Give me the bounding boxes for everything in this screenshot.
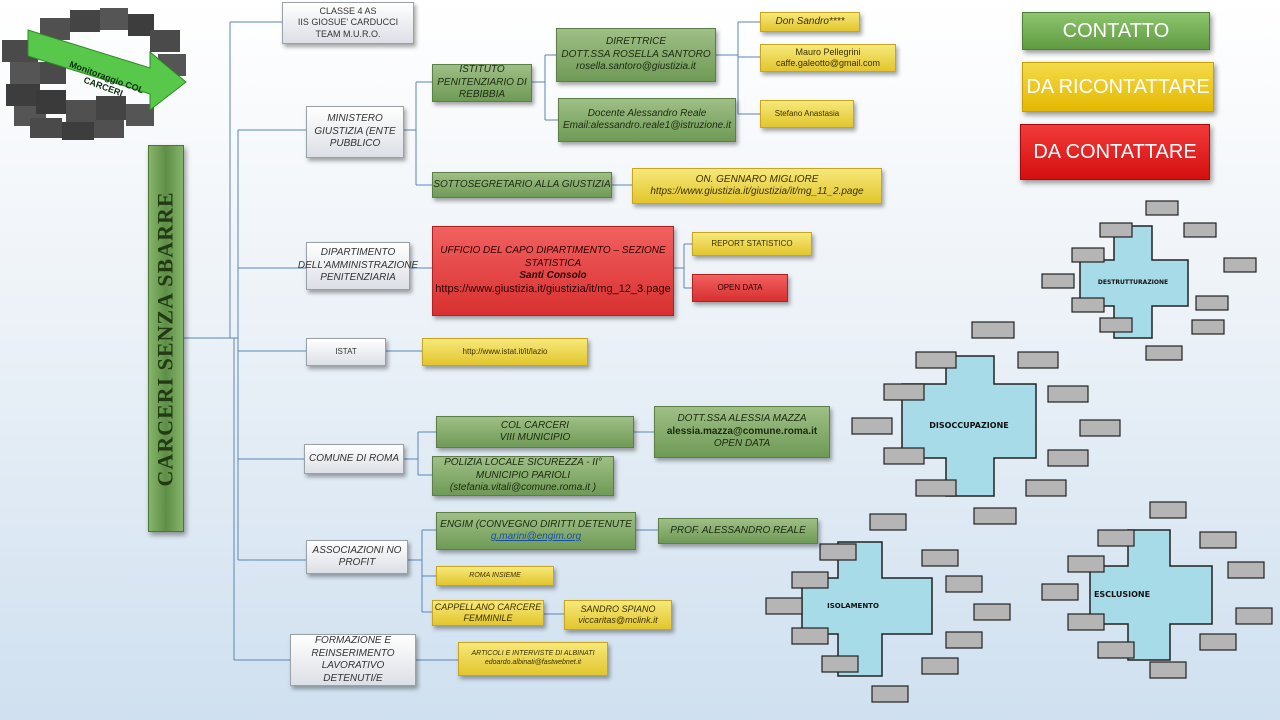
main-title: CARCERI SENZA SBARRE: [148, 145, 184, 532]
node-col-carceri[interactable]: COL CARCERI VIII MUNICIPIO: [436, 416, 634, 448]
cross-label-destrutturazione: DESTRUTTURAZIONE: [1098, 279, 1168, 286]
direttrice-title: DIRETTRICE: [606, 36, 666, 48]
open-data-dap-label: OPEN DATA: [717, 283, 763, 292]
node-polizia[interactable]: POLIZIA LOCALE SICUREZZA - II° MUNICIPIO…: [432, 456, 614, 496]
legend-da-ricontattare: DA RICONTATTARE: [1022, 62, 1214, 112]
legend-da-contattare-label: DA CONTATTARE: [1033, 141, 1197, 163]
formazione-label: FORMAZIONE E REINSERIMENTO LAVORATIVO DE…: [311, 635, 395, 684]
node-rebibbia[interactable]: ISTITUTO PENITENZIARIO DI REBIBBIA: [432, 64, 532, 102]
col-carceri-line1: COL CARCERI: [500, 419, 570, 431]
cross-label-isolamento: ISOLAMENTO: [827, 602, 879, 610]
node-istat[interactable]: ISTAT: [306, 338, 386, 366]
node-don-sandro[interactable]: Don Sandro****: [760, 12, 860, 32]
docente-email: Email:alessandro.reale1@istruzione.it: [562, 120, 731, 131]
node-ministero-label: MINISTERO GIUSTIZIA (ENTE PUBBLICO: [314, 113, 396, 150]
sottosegretario-label: SOTTOSEGRETARIO ALLA GIUSTIZIA: [433, 178, 611, 190]
engim-email[interactable]: g.marini@engim.org: [490, 531, 582, 542]
ufficio-url[interactable]: https://www.giustizia.it/giustizia/it/mg…: [435, 282, 671, 295]
spiano-email: viccaritas@mclink.it: [578, 615, 658, 625]
legend-da-contattare: DA CONTATTARE: [1020, 124, 1210, 180]
istat-url[interactable]: http://www.istat.it/it/lazio: [462, 347, 548, 356]
header-box: CLASSE 4 AS IIS GIOSUE' CARDUCCI TEAM M.…: [282, 2, 414, 44]
node-formazione[interactable]: FORMAZIONE E REINSERIMENTO LAVORATIVO DE…: [290, 634, 416, 686]
node-direttrice[interactable]: DIRETTRICE DOTT.SSA ROSELLA SANTORO rose…: [556, 28, 716, 82]
albinati-email: edoardo.albinati@fastwebnet.it: [484, 659, 582, 666]
istat-label: ISTAT: [335, 347, 357, 356]
node-mazza[interactable]: DOTT.SSA ALESSIA MAZZA alessia.mazza@com…: [654, 406, 830, 458]
cross-label-esclusione: ESCLUSIONE: [1094, 590, 1150, 599]
cross-label-disoccupazione: DISOCCUPAZIONE: [929, 421, 1008, 430]
node-roma-insieme[interactable]: ROMA INSIEME: [436, 566, 554, 586]
corner-decoration: [2, 8, 187, 140]
node-ufficio[interactable]: UFFICIO DEL CAPO DIPARTIMENTO – SEZIONE …: [432, 226, 674, 316]
ufficio-name: Santi Consolo: [519, 270, 587, 282]
header-line-2: IIS GIOSUE' CARDUCCI: [297, 17, 399, 28]
direttrice-email: rosella.santoro@giustizia.it: [576, 61, 696, 73]
ufficio-title: UFFICIO DEL CAPO DIPARTIMENTO – SEZIONE …: [440, 245, 666, 269]
prof-reale-label: PROF. ALESSANDRO REALE: [670, 524, 806, 536]
node-docente[interactable]: Docente Alessandro Reale Email:alessandr…: [558, 98, 736, 142]
header-line-3: TEAM M.U.R.O.: [315, 28, 381, 39]
header-line-1: CLASSE 4 AS: [319, 6, 377, 17]
node-dap[interactable]: DIPARTIMENTO DELL'AMMINISTRAZIONE PENITE…: [298, 242, 418, 290]
report-label: REPORT STATISTICO: [711, 239, 793, 248]
polizia-line2: MUNICIPIO PARIOLI: [475, 469, 571, 481]
cross-destrutturazione: [1041, 200, 1257, 361]
node-pellegrini[interactable]: Mauro Pellegrini caffe.galeotto@gmail.co…: [760, 44, 896, 72]
don-sandro-label: Don Sandro****: [775, 15, 845, 27]
migliore-name: ON. GENNARO MIGLIORE: [695, 173, 819, 185]
node-prof-reale[interactable]: PROF. ALESSANDRO REALE: [658, 518, 818, 544]
node-istat-url[interactable]: http://www.istat.it/it/lazio: [422, 338, 588, 366]
legend-contatto: CONTATTO: [1022, 12, 1210, 50]
associazioni-label: ASSOCIAZIONI NO PROFIT: [312, 544, 402, 569]
migliore-url[interactable]: https://www.giustizia.it/giustizia/it/mg…: [650, 186, 864, 197]
mazza-extra: OPEN DATA: [713, 438, 771, 450]
node-spiano[interactable]: SANDRO SPIANO viccaritas@mclink.it: [564, 600, 672, 630]
node-ministero[interactable]: MINISTERO GIUSTIZIA (ENTE PUBBLICO: [306, 106, 404, 158]
polizia-line3: (stefania.vitali@comune.roma.it ): [449, 482, 597, 494]
cross-disoccupazione: [851, 321, 1121, 525]
mazza-name: DOTT.SSA ALESSIA MAZZA: [677, 413, 807, 425]
comune-label: COMUNE DI ROMA: [309, 452, 399, 464]
node-rebibbia-label: ISTITUTO PENITENZIARIO DI REBIBBIA: [437, 64, 527, 101]
dap-label: DIPARTIMENTO DELL'AMMINISTRAZIONE PENITE…: [297, 247, 419, 284]
docente-name: Docente Alessandro Reale: [587, 107, 707, 119]
node-open-data-dap[interactable]: OPEN DATA: [692, 274, 788, 302]
cross-esclusione: [1041, 501, 1273, 679]
pellegrini-name: Mauro Pellegrini: [795, 46, 861, 57]
cross-isolamento: [765, 513, 1011, 703]
roma-insieme-label: ROMA INSIEME: [469, 571, 521, 579]
main-title-text: CARCERI SENZA SBARRE: [153, 190, 179, 487]
node-albinati[interactable]: ARTICOLI E INTERVISTE DI ALBINATI edoard…: [458, 642, 608, 676]
cappellano-label: CAPPELLANO CARCERE FEMMINILE: [434, 601, 542, 623]
direttrice-name: DOTT.SSA ROSELLA SANTORO: [561, 48, 711, 60]
engim-name: ENGIM (CONVEGNO DIRITTI DETENUTE: [440, 518, 632, 530]
anastasia-label: Stefano Anastasia: [774, 109, 840, 118]
node-cappellano[interactable]: CAPPELLANO CARCERE FEMMINILE: [432, 600, 544, 626]
node-comune[interactable]: COMUNE DI ROMA: [304, 444, 404, 474]
spiano-name: SANDRO SPIANO: [580, 603, 656, 614]
node-engim[interactable]: ENGIM (CONVEGNO DIRITTI DETENUTE g.marin…: [436, 512, 636, 550]
node-report-statistico[interactable]: REPORT STATISTICO: [692, 232, 812, 256]
legend-da-ricontattare-label: DA RICONTATTARE: [1026, 76, 1210, 98]
mazza-email: alessia.mazza@comune.roma.it: [666, 425, 818, 437]
legend-contatto-label: CONTATTO: [1062, 20, 1170, 42]
node-anastasia[interactable]: Stefano Anastasia: [760, 100, 854, 128]
node-sottosegretario[interactable]: SOTTOSEGRETARIO ALLA GIUSTIZIA: [432, 172, 612, 198]
albinati-title: ARTICOLI E INTERVISTE DI ALBINATI: [471, 650, 595, 658]
node-associazioni[interactable]: ASSOCIAZIONI NO PROFIT: [306, 540, 408, 574]
polizia-line1: POLIZIA LOCALE SICUREZZA - II°: [444, 457, 602, 469]
col-carceri-line2: VIII MUNICIPIO: [499, 432, 571, 443]
node-migliore[interactable]: ON. GENNARO MIGLIORE https://www.giustiz…: [632, 168, 882, 204]
pellegrini-email: caffe.galeotto@gmail.com: [775, 58, 881, 68]
